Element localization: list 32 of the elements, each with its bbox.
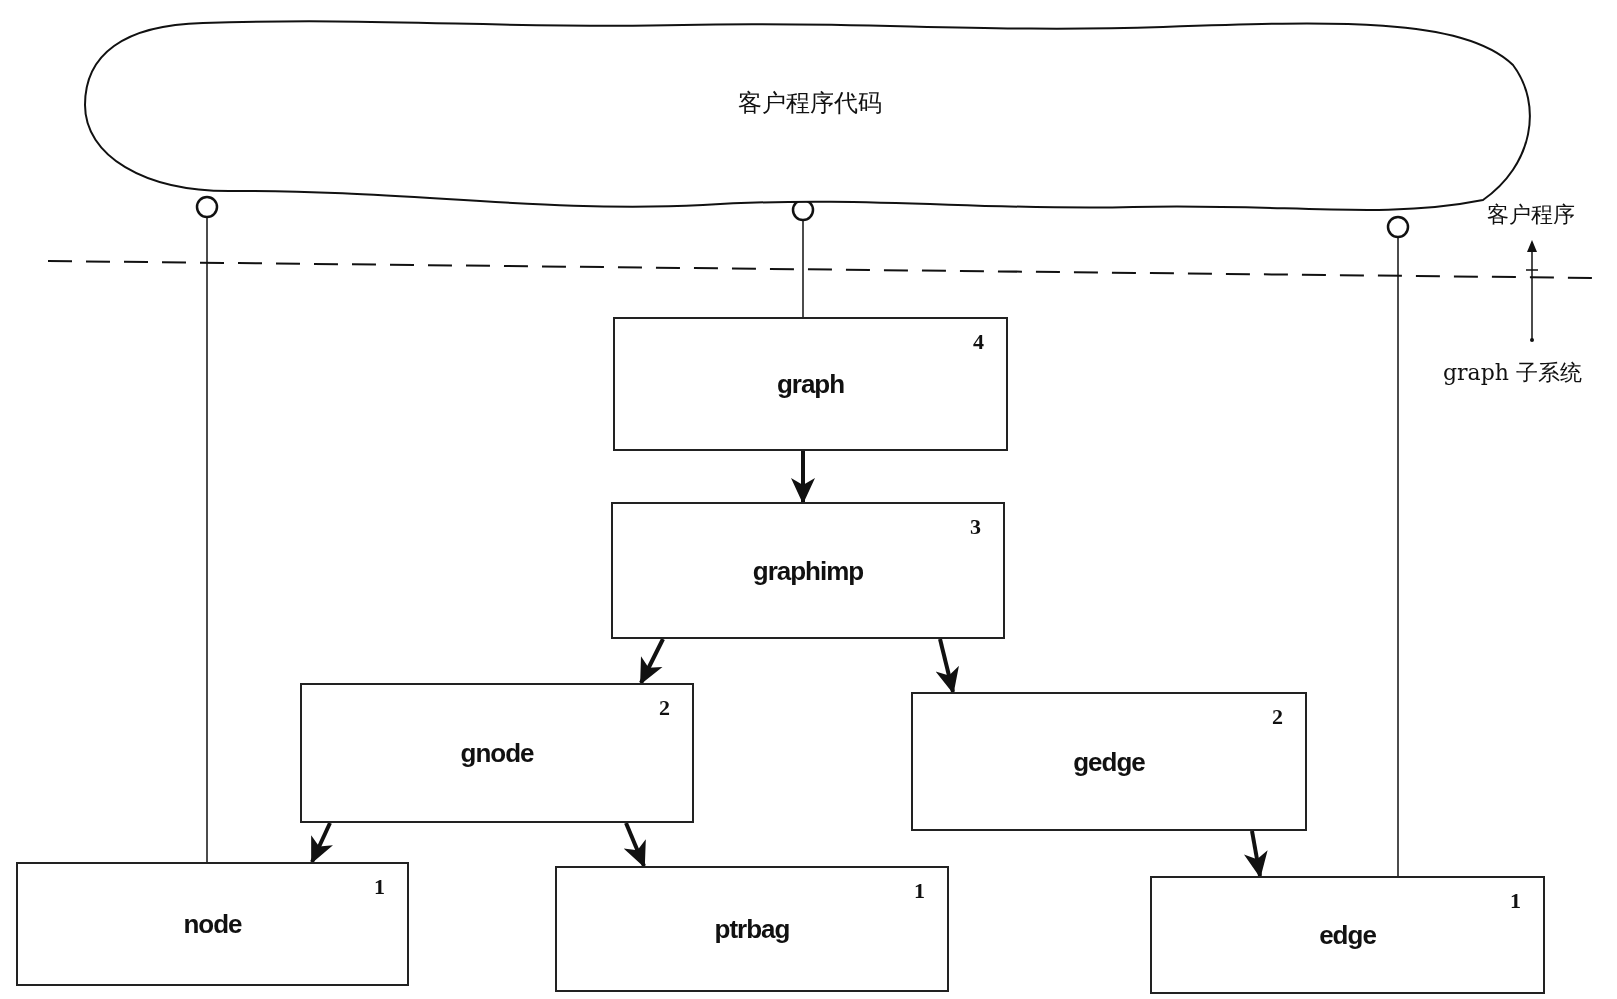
module-name: gedge (1073, 746, 1145, 777)
arrow (639, 638, 665, 685)
arrow (310, 822, 333, 864)
arrow (791, 451, 815, 504)
interface-connector (1386, 215, 1410, 877)
level-number: 1 (374, 874, 385, 900)
layer-label: graph 子系统 (1443, 359, 1582, 387)
level-number: 4 (973, 329, 984, 355)
level-number: 1 (1510, 888, 1521, 914)
module-name: gnode (460, 737, 534, 769)
module-name: ptrbag (714, 913, 790, 945)
module-box (911, 692, 1307, 831)
module-name: edge (1319, 919, 1376, 951)
arrow (623, 822, 646, 868)
module-name: 客户程序代码 (738, 89, 882, 117)
module-box (611, 502, 1005, 639)
layer-label: 客户程序 (1487, 201, 1575, 229)
level-number: 2 (659, 695, 670, 721)
module-box (300, 683, 694, 823)
level-number: 3 (970, 514, 981, 540)
level-number: 2 (1272, 704, 1283, 730)
module-box (1150, 876, 1545, 994)
module-name: graphimp (752, 555, 864, 586)
module-box (16, 862, 409, 986)
arrow (935, 638, 959, 694)
module-name: node (183, 908, 242, 940)
level-number: 1 (914, 878, 925, 904)
arrow (1244, 830, 1268, 878)
module-name: graph (776, 368, 845, 400)
interface-connector (195, 195, 219, 863)
module-box (613, 317, 1008, 451)
module-box (555, 866, 949, 992)
